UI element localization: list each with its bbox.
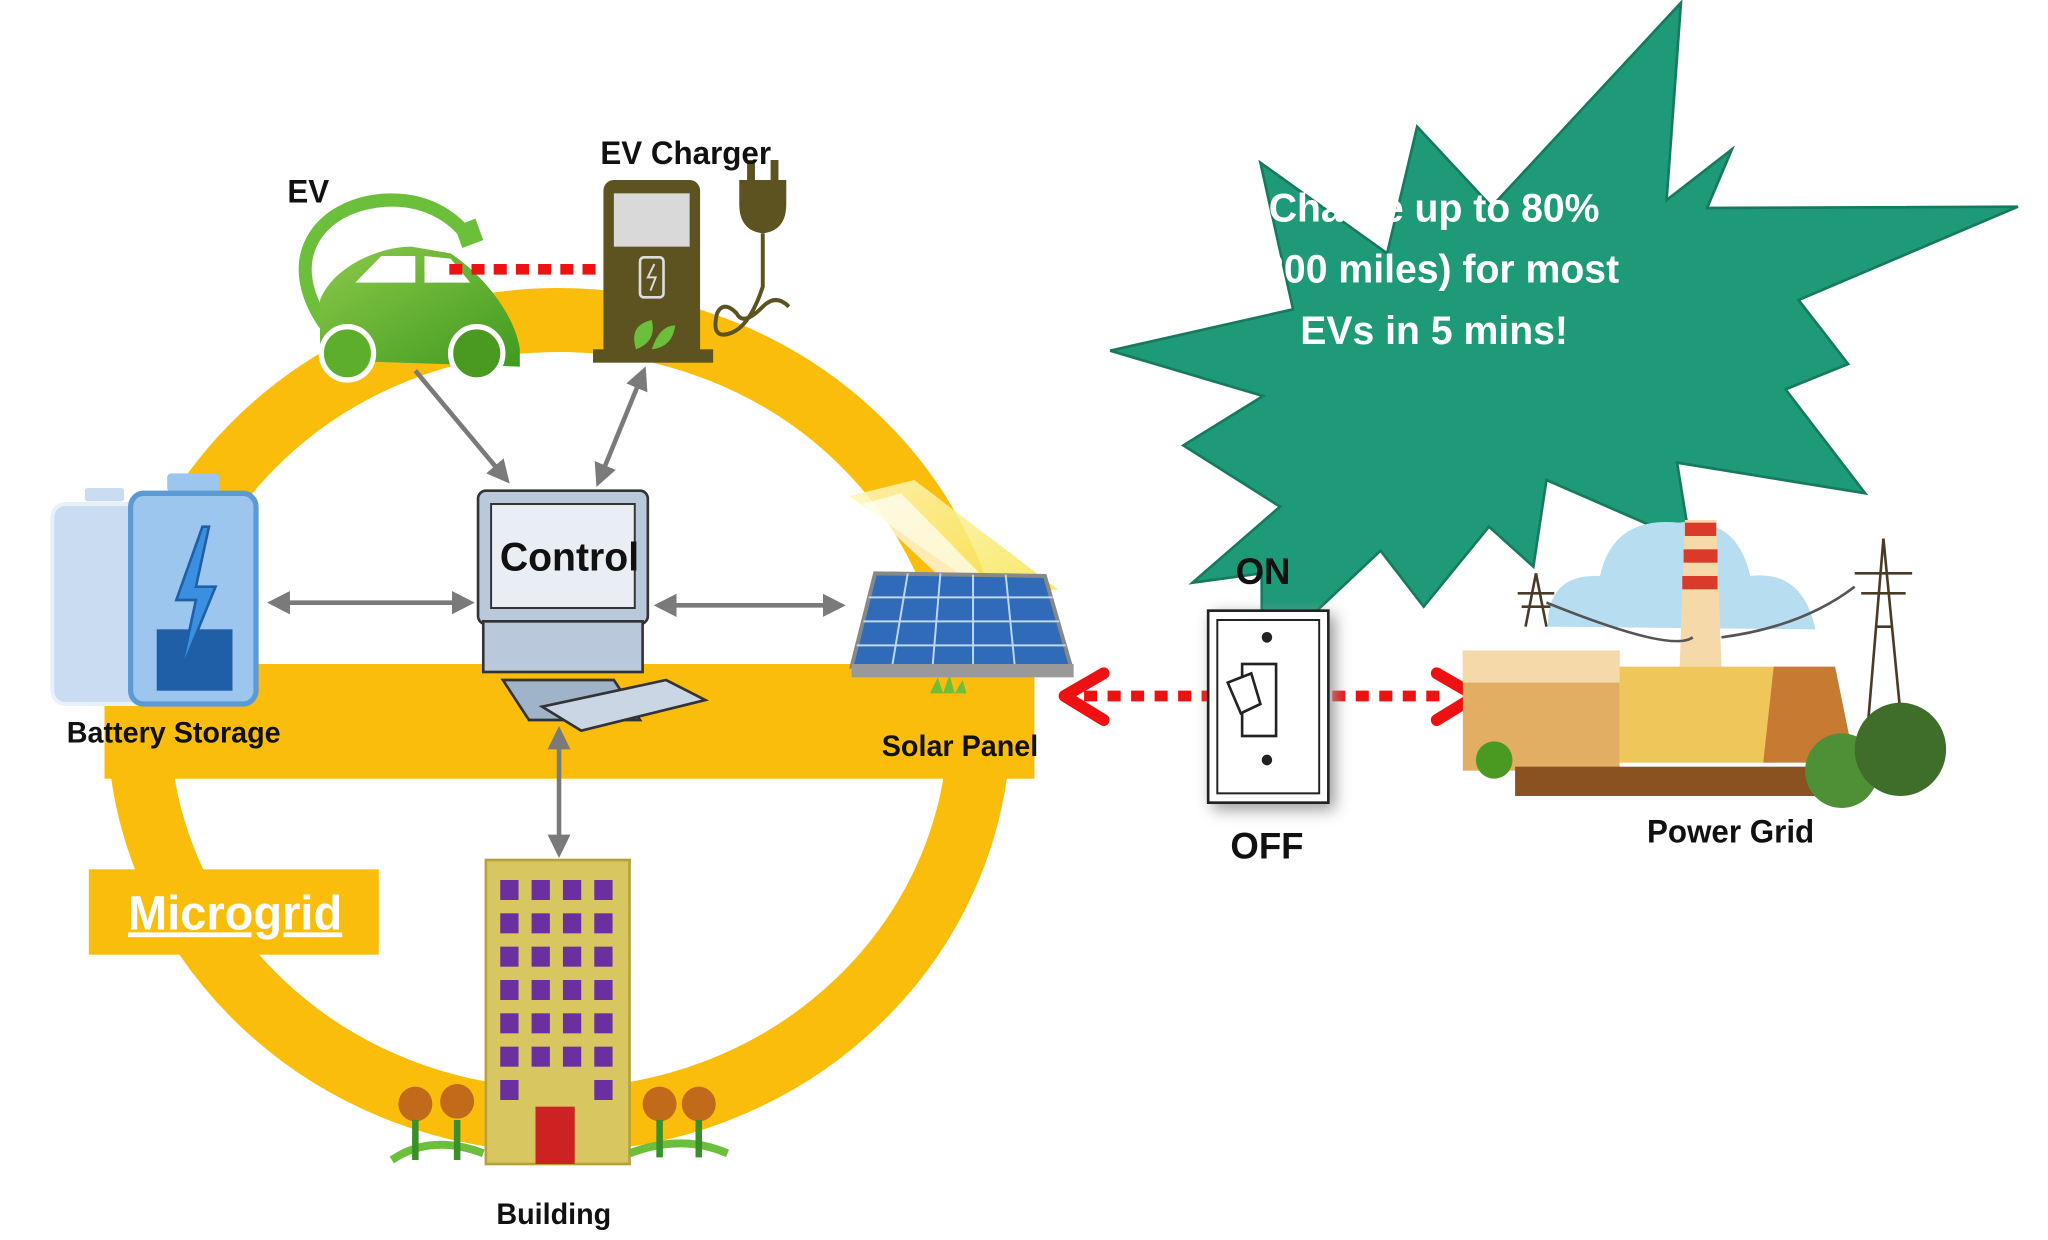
callout-line-2: (200 miles) for most xyxy=(1249,247,1619,291)
building-node[interactable]: Building xyxy=(389,858,730,1231)
building-window xyxy=(500,980,519,1000)
arrow-charger-control xyxy=(594,366,648,487)
solar-panel-label: Solar Panel xyxy=(882,731,1038,763)
switch-on-label: ON xyxy=(1236,551,1291,592)
callout-line-3: EVs in 5 mins! xyxy=(1300,309,1568,353)
building-label: Building xyxy=(496,1199,611,1231)
building-window xyxy=(594,880,613,900)
building-window xyxy=(594,1080,613,1100)
building-window xyxy=(562,946,582,967)
building-window xyxy=(594,1046,613,1067)
fast-charge-callout: Charge up to 80% (200 miles) for most EV… xyxy=(1109,0,2019,666)
battery-label: Battery Storage xyxy=(67,717,281,749)
control-arrows xyxy=(267,366,846,858)
building-window xyxy=(594,980,613,1000)
solar-panel-node[interactable]: Solar Panel xyxy=(848,480,1074,763)
building-window xyxy=(562,913,582,934)
building-window xyxy=(500,1080,519,1100)
building-window xyxy=(531,880,550,900)
building-windows xyxy=(500,880,613,1100)
building-window xyxy=(562,1013,582,1034)
microgrid-title: Microgrid xyxy=(128,887,342,941)
power-grid-node[interactable]: Power Grid xyxy=(1462,520,1947,850)
building-window xyxy=(500,1013,519,1034)
building-window xyxy=(562,1046,582,1067)
ev-charger-label: EV Charger xyxy=(600,135,771,171)
building-window xyxy=(531,1046,550,1067)
building-window xyxy=(500,880,519,900)
ev-label: EV xyxy=(287,173,329,209)
tree-icons xyxy=(398,1084,716,1122)
microgrid-label: Microgrid xyxy=(88,869,379,955)
control-label: Control xyxy=(500,535,639,579)
arrow-ev-to-control xyxy=(413,369,510,484)
solar-grid-lines xyxy=(856,573,1066,667)
control-node[interactable]: Control xyxy=(476,489,710,733)
building-window xyxy=(500,946,519,967)
building-window xyxy=(531,913,550,934)
power-grid-label: Power Grid xyxy=(1647,813,1814,849)
building-window xyxy=(562,980,582,1000)
building-window xyxy=(594,1013,613,1034)
battery-node[interactable]: Battery Storage xyxy=(50,473,281,750)
switch-off-label: OFF xyxy=(1230,825,1303,866)
pylon-icons xyxy=(1517,538,1913,727)
building-window xyxy=(531,980,550,1000)
callout-line-1: Charge up to 80% xyxy=(1269,186,1600,230)
ev-charger-node[interactable]: EV Charger xyxy=(592,135,791,363)
grid-switch[interactable]: ON OFF xyxy=(1206,551,1330,867)
building-window xyxy=(531,946,550,967)
building-window xyxy=(500,913,519,934)
building-window xyxy=(562,880,582,900)
starburst-shape xyxy=(1109,0,2019,666)
building-window xyxy=(594,913,613,934)
building-window xyxy=(500,1046,519,1067)
ev-node[interactable]: EV xyxy=(287,173,520,383)
building-window xyxy=(594,946,613,967)
building-window xyxy=(531,1013,550,1034)
